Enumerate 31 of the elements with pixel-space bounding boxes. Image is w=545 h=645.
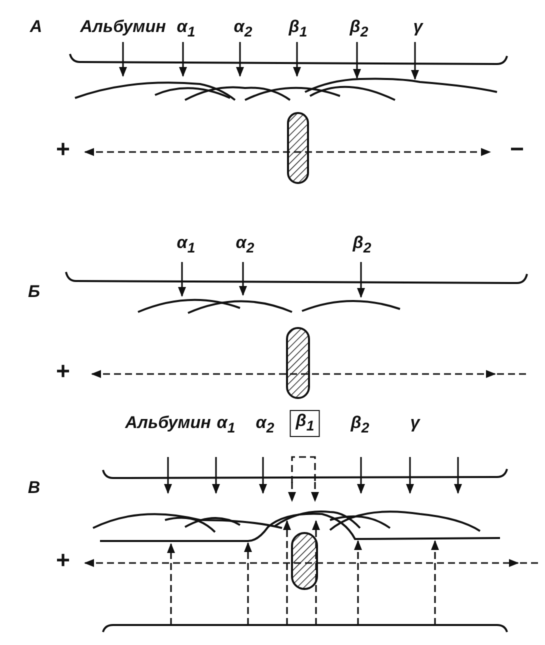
fraction-label: α$_{2}$: [234, 17, 252, 42]
leader-line: [179, 42, 187, 77]
fraction-label: Альбумин: [80, 17, 166, 37]
fraction-label: α$_{1}$: [176, 17, 196, 42]
fraction-label: β$_{2}$: [350, 17, 368, 42]
leader-line: [353, 42, 361, 79]
minus-sign: −: [510, 140, 524, 160]
fraction-label: β$_{1}$: [288, 17, 308, 42]
fraction-label: Альбумин: [125, 413, 211, 433]
leader-line: [411, 42, 419, 80]
fraction-label: α$_{1}$: [176, 233, 196, 258]
fraction-label: β$_{2}$: [352, 233, 372, 258]
panel-letter: В: [28, 478, 40, 498]
boxed-fraction-label: β$_{1}$: [290, 410, 320, 438]
leader-line: [178, 262, 186, 297]
fraction-label: α$_{2}$: [236, 233, 254, 258]
leader-line: [239, 262, 247, 296]
fraction-label: γ: [413, 17, 423, 37]
fraction-label: α$_{1}$: [216, 413, 236, 438]
leader-line: [119, 42, 127, 77]
leader-line: [236, 42, 244, 77]
leader-line: [293, 42, 301, 77]
fraction-label: β$_{2}$: [350, 413, 370, 438]
plus-sign: +: [56, 551, 70, 571]
plus-sign: +: [56, 140, 70, 160]
panel-letter: А: [30, 17, 42, 37]
plus-sign: +: [56, 362, 70, 382]
fraction-label: α$_{2}$: [256, 413, 274, 438]
fraction-label: γ: [410, 413, 420, 433]
panel-letter: Б: [28, 282, 40, 302]
leader-line: [357, 262, 365, 298]
